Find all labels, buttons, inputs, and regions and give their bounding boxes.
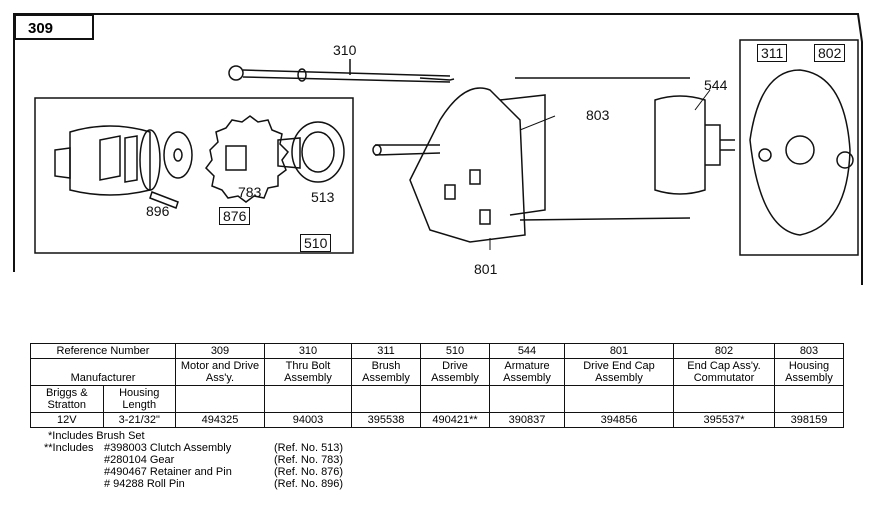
note-double-label: **Includes bbox=[44, 442, 94, 454]
note-item: #280104 Gear (Ref. No. 783) bbox=[44, 454, 343, 466]
diagram-frame bbox=[13, 13, 863, 285]
armature-drawing bbox=[654, 95, 735, 195]
label-housing: 803 bbox=[586, 107, 610, 123]
parts-table: Reference Number 309 310 311 510 544 801… bbox=[30, 343, 844, 428]
note-ref: (Ref. No. 896) bbox=[274, 478, 344, 490]
label-retainer: 876 bbox=[219, 207, 251, 225]
description-cell: Motor and Drive Ass'y. bbox=[175, 358, 265, 386]
label-thru-bolt: 310 bbox=[333, 42, 357, 58]
roll-pin-drawing bbox=[149, 191, 179, 209]
description-cell: Armature Assembly bbox=[489, 358, 565, 386]
note-ref: (Ref. No. 513) bbox=[274, 442, 344, 454]
description-cell: Thru Bolt Assembly bbox=[264, 358, 352, 386]
label-roll-pin: 896 bbox=[146, 203, 170, 219]
briggs-header: Briggs & Stratton bbox=[30, 385, 104, 413]
length-cell: 3-21/32" bbox=[102, 412, 176, 428]
part-number-cell: 398159 bbox=[774, 412, 844, 428]
note-part: #490467 Retainer and Pin bbox=[104, 466, 232, 478]
thru-bolt-drawing bbox=[228, 59, 455, 83]
ref-number-cell: 802 bbox=[673, 343, 775, 359]
ref-number-cell: 311 bbox=[351, 343, 421, 359]
part-number-cell: 394856 bbox=[564, 412, 674, 428]
note-ref: (Ref. No. 783) bbox=[274, 454, 344, 466]
part-number-cell: 494325 bbox=[175, 412, 265, 428]
part-number-cell: 390837 bbox=[489, 412, 565, 428]
label-drive-assembly: 510 bbox=[300, 234, 332, 252]
ref-number-cell: 544 bbox=[489, 343, 565, 359]
leader-lines bbox=[489, 89, 711, 250]
description-cell: Brush Assembly bbox=[351, 358, 421, 386]
note-part: #280104 Gear bbox=[104, 454, 175, 466]
table-subheader-row: Briggs & Stratton Housing Length bbox=[30, 385, 844, 413]
description-cell: End Cap Ass'y. Commutator bbox=[673, 358, 775, 386]
ref-number-cell: 510 bbox=[420, 343, 490, 359]
drive-assembly-box bbox=[34, 97, 354, 254]
page-ref-label: 309 bbox=[14, 14, 94, 40]
note-item: **Includes #398003 Clutch Assembly (Ref.… bbox=[44, 442, 343, 454]
ref-number-cell: 801 bbox=[564, 343, 674, 359]
pinion-drawing bbox=[54, 125, 161, 196]
end-cap-drawing bbox=[739, 39, 859, 256]
note-item: # 94288 Roll Pin (Ref. No. 896) bbox=[44, 478, 343, 490]
exploded-parts-diagram bbox=[13, 13, 863, 285]
ref-number-cell: 803 bbox=[774, 343, 844, 359]
housing-drawing bbox=[515, 77, 691, 221]
table-row: 12V 3-21/32" 494325 94003 395538 490421*… bbox=[30, 412, 844, 428]
label-armature: 544 bbox=[704, 77, 728, 93]
gear-drawing bbox=[205, 115, 289, 203]
part-number-cell: 395537* bbox=[673, 412, 775, 428]
briggs-cell: 12V bbox=[30, 412, 104, 428]
table-header-row: Reference Number 309 310 311 510 544 801… bbox=[30, 343, 844, 359]
ref-number-cell: 310 bbox=[264, 343, 352, 359]
part-number-cell: 94003 bbox=[264, 412, 352, 428]
part-number-cell: 490421** bbox=[420, 412, 490, 428]
description-cell: Drive Assembly bbox=[420, 358, 490, 386]
note-part: #398003 Clutch Assembly bbox=[104, 442, 232, 454]
label-clutch: 513 bbox=[311, 189, 335, 205]
label-gear: 783 bbox=[238, 184, 262, 200]
note-item: #490467 Retainer and Pin (Ref. No. 876) bbox=[44, 466, 343, 478]
part-number-cell: 395538 bbox=[351, 412, 421, 428]
ref-number-cell: 309 bbox=[175, 343, 265, 359]
note-single: *Includes Brush Set bbox=[48, 430, 145, 442]
description-cell: Drive End Cap Assembly bbox=[564, 358, 674, 386]
label-drive-end-cap: 801 bbox=[474, 261, 498, 277]
note-ref: (Ref. No. 876) bbox=[274, 466, 344, 478]
drive-end-cap-drawing bbox=[372, 87, 546, 243]
ref-number-header: Reference Number bbox=[30, 343, 176, 359]
table-description-row: Manufacturer Motor and Drive Ass'y. Thru… bbox=[30, 358, 844, 386]
manufacturer-header: Manufacturer bbox=[30, 358, 176, 386]
clutch-drawing bbox=[277, 121, 345, 183]
label-brush: 311 bbox=[757, 44, 788, 62]
description-cell: Housing Assembly bbox=[774, 358, 844, 386]
footnotes: *Includes Brush Set **Includes #398003 C… bbox=[44, 430, 343, 490]
label-housing-cap: 802 bbox=[814, 44, 846, 62]
length-header: Housing Length bbox=[102, 385, 176, 413]
washer-drawing bbox=[163, 131, 193, 179]
note-part: # 94288 Roll Pin bbox=[104, 478, 185, 490]
